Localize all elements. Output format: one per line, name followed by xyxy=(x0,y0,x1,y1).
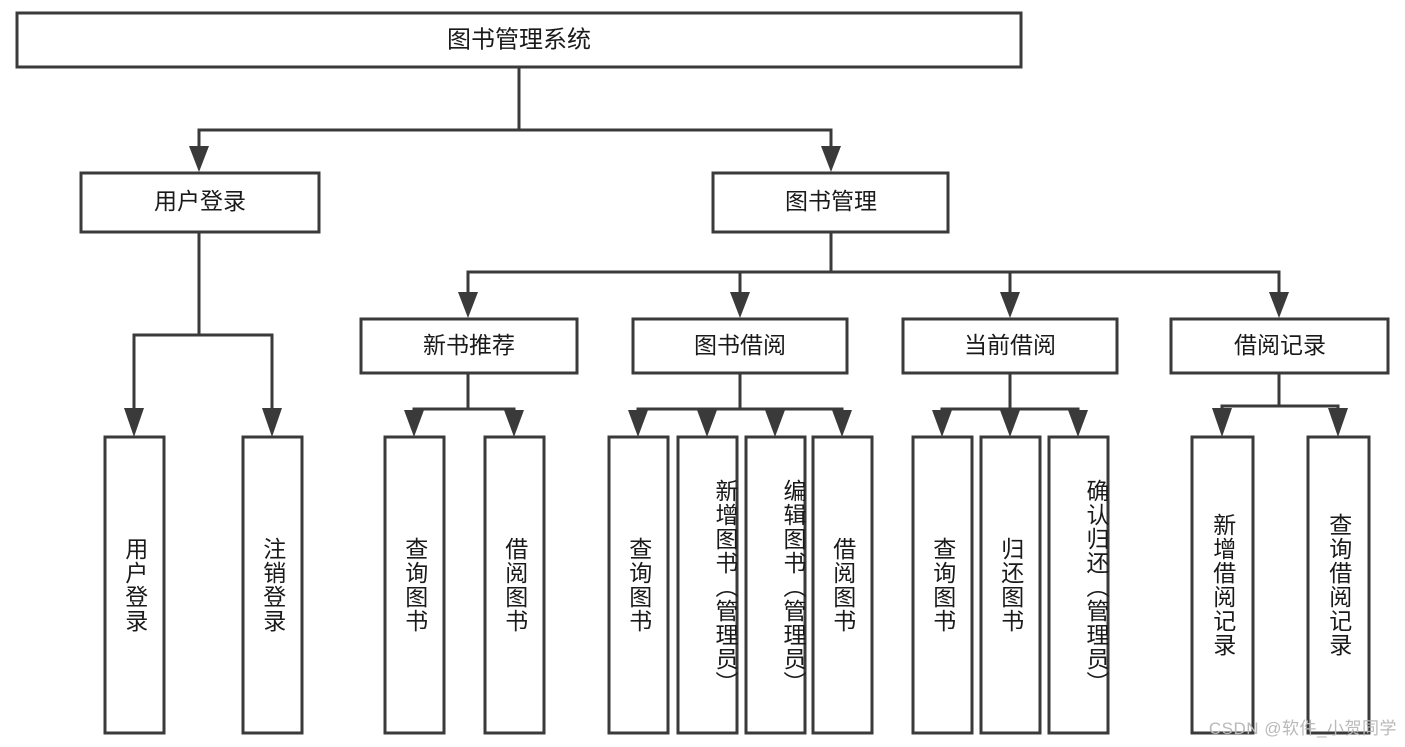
arrow-bookmgmt-to-bookborrow xyxy=(730,292,750,318)
node-borrow-record-label: 借阅记录 xyxy=(1234,332,1326,358)
arrow-currentborrow-leaf-2 xyxy=(1000,410,1020,437)
node-current-borrow-box[interactable] xyxy=(901,317,1119,375)
node-layer: 图书管理系统 用户登录 图书管理 新书推荐 图书借阅 当前借阅 借阅记录 xyxy=(15,11,1390,735)
leaf-box-book-borrow-4[interactable] xyxy=(811,435,874,735)
arrow-borrowrecord-leaf-2 xyxy=(1328,408,1348,437)
leaf-box-user-login-1[interactable] xyxy=(103,435,166,735)
arrow-newbook-leaf-1 xyxy=(404,410,424,437)
node-user-login-box[interactable] xyxy=(79,171,321,234)
node-root-box[interactable] xyxy=(15,11,1023,69)
node-book-mgmt-box[interactable] xyxy=(711,171,950,234)
leaf-box-book-borrow-2[interactable] xyxy=(676,435,739,735)
csdn-watermark: CSDN @软件_小贺同学 xyxy=(1208,719,1397,738)
leaf-box-book-borrow-3[interactable] xyxy=(744,435,807,735)
node-book-mgmt-label: 图书管理 xyxy=(785,188,877,214)
leaf-box-current-borrow-3[interactable] xyxy=(1047,435,1110,735)
arrow-bookborrow-leaf-4 xyxy=(832,410,852,437)
node-book-borrow-label: 图书借阅 xyxy=(694,332,786,358)
leaf-box-book-borrow-1[interactable] xyxy=(607,435,670,735)
arrow-bookborrow-leaf-1 xyxy=(628,410,648,437)
arrow-bookborrow-leaf-2 xyxy=(697,410,717,437)
node-user-login-label: 用户登录 xyxy=(154,188,246,214)
arrow-bookmgmt-to-newbook xyxy=(458,292,478,318)
arrow-bookmgmt-to-borrowrecord xyxy=(1269,292,1289,318)
leaf-box-current-borrow-1[interactable] xyxy=(911,435,974,735)
arrow-bookmgmt-to-currentborrow xyxy=(1000,292,1020,318)
arrow-borrowrecord-leaf-1 xyxy=(1212,408,1232,437)
arrow-root-to-user-login xyxy=(189,146,209,172)
leaf-box-user-login-2[interactable] xyxy=(241,435,304,735)
arrow-userlogin-leaf-2 xyxy=(262,408,282,437)
arrow-currentborrow-leaf-1 xyxy=(932,410,952,437)
node-current-borrow-label: 当前借阅 xyxy=(964,332,1056,358)
arrow-userlogin-leaf-1 xyxy=(124,408,144,437)
arrow-root-to-book-mgmt xyxy=(821,146,841,172)
leaf-box-borrow-record-1[interactable] xyxy=(1190,435,1255,735)
connector-layer xyxy=(124,66,1348,437)
node-borrow-record-box[interactable] xyxy=(1169,317,1390,375)
leaf-box-new-book-2[interactable] xyxy=(483,435,546,735)
arrow-bookborrow-leaf-3 xyxy=(765,410,785,437)
node-book-borrow-box[interactable] xyxy=(631,317,849,375)
node-new-book-box[interactable] xyxy=(359,317,579,375)
node-root-label: 图书管理系统 xyxy=(447,26,591,53)
arrow-newbook-leaf-2 xyxy=(504,410,524,437)
arrow-currentborrow-leaf-3 xyxy=(1068,410,1088,437)
node-new-book-label: 新书推荐 xyxy=(423,332,515,358)
leaf-box-borrow-record-2[interactable] xyxy=(1306,435,1371,735)
leaf-box-new-book-1[interactable] xyxy=(383,435,446,735)
leaf-box-current-borrow-2[interactable] xyxy=(979,435,1042,735)
